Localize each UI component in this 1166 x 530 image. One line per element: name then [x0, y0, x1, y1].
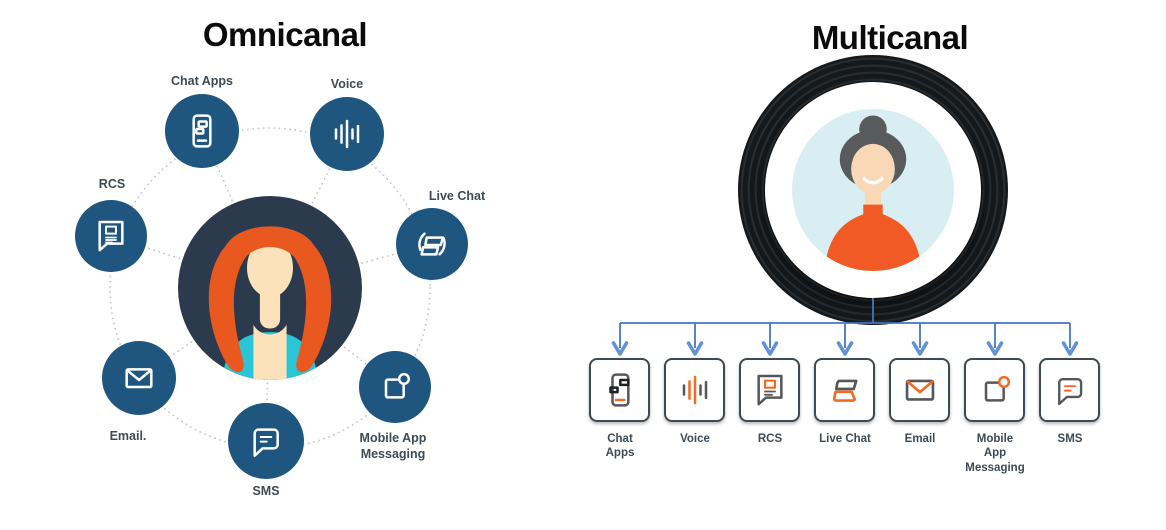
- channel-card-mobile-app: [964, 358, 1025, 422]
- dotted-ring: [109, 127, 431, 449]
- channel-card-rcs: [739, 358, 800, 422]
- phone-chat-icon: [192, 114, 212, 148]
- channel-label-chat-apps: Chat Apps: [170, 74, 234, 88]
- sms-bubble-icon: [1057, 378, 1082, 406]
- customer-avatar-graphic: [824, 115, 922, 271]
- customer-avatar-right: [792, 109, 954, 271]
- channel-label-live-chat: Live Chat: [428, 189, 486, 203]
- channel-card-live-chat: [814, 358, 875, 422]
- customer-avatar: [178, 196, 362, 380]
- channel-label-email: Email: [904, 433, 936, 445]
- channel-label-live-chat: Live Chat: [819, 433, 871, 445]
- live-chat-icon: [832, 379, 858, 402]
- channel-card-chat-apps: [589, 358, 650, 422]
- customer-ring-white: [765, 82, 981, 298]
- channel-card-voice: [664, 358, 725, 422]
- channel-label-mobile-app: Mobile App Messaging: [359, 431, 427, 461]
- email-envelope-icon: [125, 368, 153, 389]
- mobile-app-notification-icon: [984, 375, 1010, 402]
- rcs-chat-icon: [756, 374, 783, 406]
- right-title: Multicanal: [811, 19, 969, 56]
- voice-waves-icon: [682, 375, 707, 405]
- channel-card-sms: [1039, 358, 1100, 422]
- channel-label-sms: SMS: [252, 484, 280, 498]
- rcs-chat-icon: [98, 220, 124, 252]
- sms-bubble-icon: [253, 428, 279, 457]
- channel-label-rcs: RCS: [757, 433, 783, 445]
- omnichannel-graphic: [75, 94, 468, 479]
- email-envelope-icon: [905, 379, 934, 401]
- connector-arrowheads: [611, 341, 1079, 356]
- channel-circles: [75, 94, 468, 479]
- channel-label-email: Email.: [109, 429, 147, 443]
- phone-chat-icon: [608, 373, 630, 407]
- live-chat-icon: [418, 232, 446, 256]
- channel-label-chat-apps: Chat Apps: [605, 433, 635, 460]
- left-title: Omnicanal: [202, 16, 368, 53]
- mobile-app-notification-icon: [384, 372, 411, 399]
- voice-waves-icon: [334, 119, 360, 149]
- customer-ring: [738, 55, 1008, 325]
- channel-label-voice: Voice: [330, 77, 364, 91]
- channel-label-rcs: RCS: [98, 177, 126, 191]
- channel-card-email: [889, 358, 950, 422]
- channel-label-sms: SMS: [1057, 433, 1083, 445]
- channel-label-voice: Voice: [680, 433, 710, 445]
- channel-label-mobile-app: Mobile App Messaging: [965, 433, 1025, 474]
